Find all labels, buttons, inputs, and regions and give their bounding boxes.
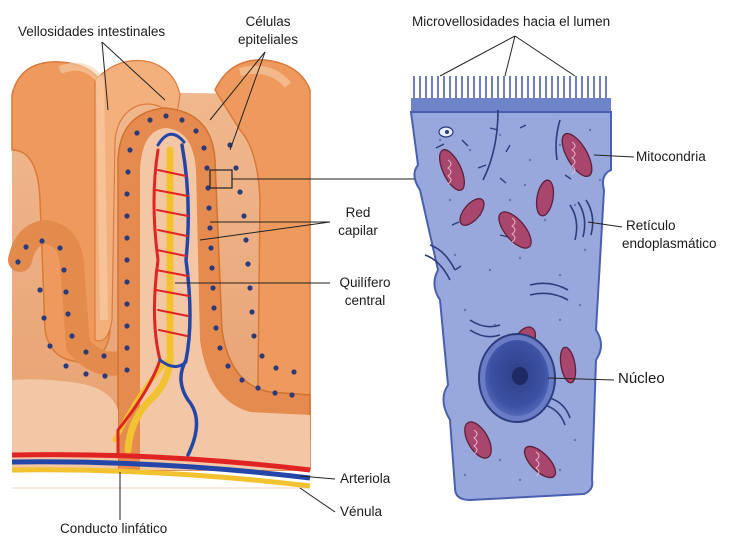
label-epithelial-1: Células (232, 14, 304, 30)
label-microvilli: Microvellosidades hacia el lumen (412, 14, 610, 30)
label-arteriole: Arteriola (340, 471, 390, 487)
label-epithelial-2: epiteliales (232, 32, 304, 48)
label-capillary-1: Red (330, 205, 386, 221)
label-villi: Vellosidades intestinales (18, 24, 165, 40)
label-lacteal-2: central (332, 293, 398, 309)
label-capillary-2: capilar (330, 223, 386, 239)
epithelial-cell-panel (411, 76, 611, 500)
label-lacteal-1: Quilífero (332, 275, 398, 291)
label-nucleus: Núcleo (618, 371, 665, 387)
microvilli (414, 76, 606, 100)
label-lymph-duct: Conducto linfático (60, 521, 167, 537)
nucleolus (512, 367, 528, 385)
label-mitochondria: Mitocondria (636, 149, 706, 165)
label-er-1: Retículo (626, 218, 676, 234)
label-venule: Vénula (340, 504, 382, 520)
label-er-2: endoplasmático (622, 236, 717, 252)
villi-panel (12, 60, 416, 488)
